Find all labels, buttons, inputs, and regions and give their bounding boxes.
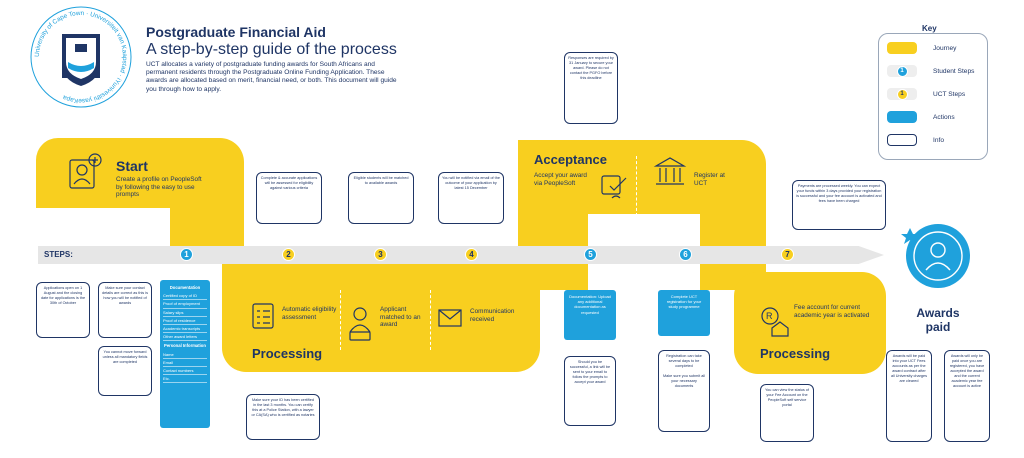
step-3-badge: 3 — [374, 248, 387, 261]
page-title: Postgraduate Financial Aid — [146, 24, 326, 40]
profile-icon — [62, 152, 102, 197]
info-mandatory: You cannot move forward unless all manda… — [98, 346, 152, 396]
info-step4: You will be notified via email of the ou… — [438, 172, 504, 224]
key-info-swatch — [887, 134, 917, 146]
journey-processing-1 — [222, 262, 540, 372]
processing-1-title: Processing — [252, 346, 323, 361]
key-title: Key — [922, 24, 937, 33]
fee-account-label: Fee account for current academic year is… — [794, 304, 870, 319]
key-student-label: Student Steps — [933, 67, 975, 75]
doc5-panel: Documentation: Upload any additional doc… — [564, 290, 616, 340]
tap-icon — [596, 170, 630, 211]
accept-award-label: Accept your award via PeopleSoft — [534, 172, 587, 187]
step-2-badge: 2 — [282, 248, 295, 261]
info-awards-1: Awards will be paid into your UCT Fees a… — [886, 350, 932, 442]
step-5-badge: 5 — [584, 248, 597, 261]
reg6-panel: Complete UCT registration for your study… — [658, 290, 710, 336]
steps-label: STEPS: — [44, 250, 73, 259]
info-dates: Applications open on 1 August and the cl… — [36, 282, 90, 338]
step-4-badge: 4 — [465, 248, 478, 261]
info-step5: Responses are required by 31 January to … — [564, 52, 618, 124]
info-step3: Eligible students will be matched to ava… — [348, 172, 414, 224]
processing-2-title: Processing — [760, 346, 831, 361]
matched-label: Applicant matched to an award — [380, 306, 421, 329]
key-actions-swatch — [887, 111, 917, 123]
journey-divider-3 — [430, 290, 431, 350]
awards-title: Awards paid — [916, 306, 960, 334]
journey-processing-2 — [734, 272, 886, 374]
svg-text:R: R — [766, 311, 773, 321]
fee-icon: R — [758, 304, 792, 343]
step-6-badge: 6 — [679, 248, 692, 261]
info-step7: Payments are processed weekly. You can e… — [792, 180, 886, 230]
applicant-icon — [346, 302, 376, 347]
awards-icon — [900, 218, 976, 299]
info-step2: Complete & accurate applications will be… — [256, 172, 322, 224]
key-uct-swatch: 1 — [887, 88, 917, 100]
step-7-badge: 7 — [781, 248, 794, 261]
journey-divider — [636, 156, 637, 216]
page-subtitle: A step-by-step guide of the process — [146, 41, 397, 58]
institution-icon — [652, 154, 688, 195]
info-contact: Make sure your contact details are corre… — [98, 282, 152, 338]
key-journey-label: Journey — [933, 44, 957, 52]
eligibility-label: Automatic eligibility assessment — [282, 306, 337, 321]
key-actions-label: Actions — [933, 113, 955, 121]
journey-divider-2 — [340, 290, 341, 350]
start-title: Start — [116, 158, 148, 174]
info-id-certified: Make sure your ID has been certified in … — [246, 394, 320, 440]
step-1-badge: 1 — [180, 248, 193, 261]
steps-bar — [38, 246, 884, 264]
register-label: Register at UCT — [694, 172, 725, 187]
documentation-panel: Documentation Certified copy of ID Proof… — [160, 280, 210, 428]
intro-text: UCT allocates a variety of postgraduate … — [146, 61, 397, 93]
start-text: Create a profile on PeopleSoft by follow… — [116, 176, 202, 199]
info-step7-bottom: You can view the status of your Fee Acco… — [760, 384, 814, 442]
info-step5-bottom: Should you be successful, a link will be… — [564, 356, 616, 426]
info-step6-bottom: Registration can take several days to be… — [658, 350, 710, 432]
uct-seal: University of Cape Town · Universiteit v… — [28, 4, 134, 110]
key-info-label: Info — [933, 136, 944, 144]
acceptance-title: Acceptance — [534, 152, 607, 167]
key-journey-swatch — [887, 42, 917, 54]
key-uct-label: UCT Steps — [933, 90, 966, 98]
key-student-swatch: 1 — [887, 65, 917, 77]
assessment-icon — [250, 300, 276, 335]
communication-label: Communication received — [470, 308, 515, 323]
info-awards-2: Awards will only be paid once you are re… — [944, 350, 990, 442]
mail-icon — [436, 300, 466, 339]
